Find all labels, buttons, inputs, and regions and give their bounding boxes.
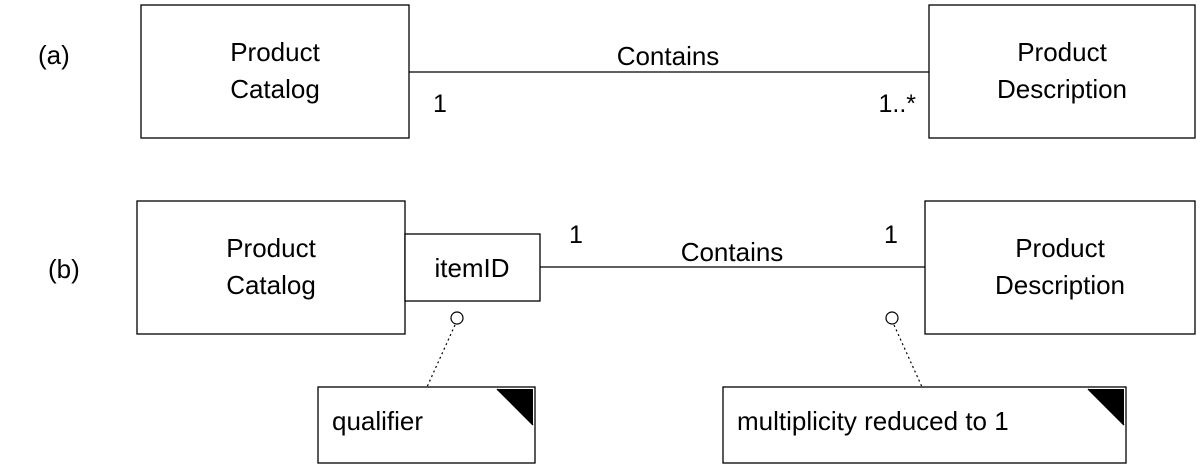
class-box-product-description-b: Product Description (924, 200, 1196, 335)
multiplicity-right-b: 1 (884, 221, 898, 249)
class-name-line1: Product (1017, 37, 1107, 67)
association-label-a: Contains (617, 41, 720, 71)
association-label-b: Contains (681, 237, 784, 267)
diagram-a-label: (a) (38, 40, 70, 70)
multiplicity-left-b: 1 (569, 221, 583, 249)
class-name-line1: Product (1015, 233, 1105, 263)
multiplicity-left-a: 1 (433, 90, 447, 118)
class-name-line1: Product (226, 233, 316, 263)
note-connector-qualifier (426, 324, 456, 388)
note-multiplicity: multiplicity reduced to 1 (722, 386, 1127, 464)
class-box-product-catalog-a: Product Catalog (140, 4, 410, 139)
diagram-b-label: (b) (48, 254, 80, 284)
class-name-line2: Description (997, 74, 1127, 104)
class-name-line2: Catalog (230, 74, 320, 104)
note-anchor-multiplicity (885, 311, 899, 325)
note-qualifier-text: qualifier (332, 406, 423, 436)
class-name-line2: Catalog (226, 270, 316, 300)
multiplicity-right-a: 1..* (878, 90, 916, 118)
note-connector-multiplicity (893, 324, 923, 388)
note-multiplicity-text: multiplicity reduced to 1 (737, 406, 1009, 436)
qualifier-text: itemID (434, 253, 509, 283)
qualifier-box: itemID (404, 233, 541, 302)
class-name-line1: Product (230, 37, 320, 67)
class-box-product-description-a: Product Description (928, 4, 1196, 139)
note-anchor-qualifier (450, 311, 464, 325)
class-box-product-catalog-b: Product Catalog (136, 200, 406, 335)
note-qualifier: qualifier (317, 386, 536, 464)
class-name-line2: Description (995, 270, 1125, 300)
